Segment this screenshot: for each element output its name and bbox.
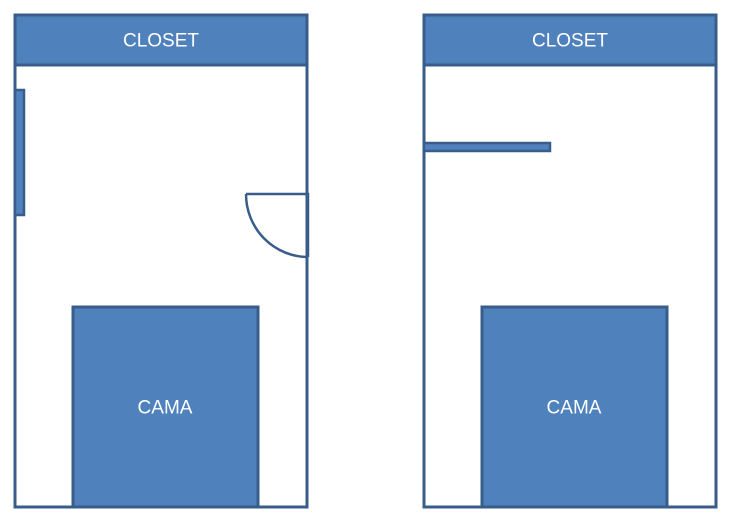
bed	[480, 305, 669, 509]
closet-label: CLOSET	[532, 31, 608, 52]
door-leaf	[246, 192, 310, 257]
closet-label: CLOSET	[123, 31, 199, 52]
window	[13, 88, 26, 217]
bed-label: CAMA	[547, 398, 602, 419]
floor-plan-left: CLOSET CAMA	[13, 13, 310, 509]
closet-block	[13, 13, 309, 67]
door	[244, 192, 310, 259]
closet-block	[422, 13, 718, 67]
shelf	[422, 141, 552, 153]
floor-plan-right: CLOSET CAMA	[422, 13, 718, 509]
bed	[71, 305, 260, 509]
door-swing-arc	[244, 193, 309, 259]
bed-label: CAMA	[138, 398, 193, 419]
